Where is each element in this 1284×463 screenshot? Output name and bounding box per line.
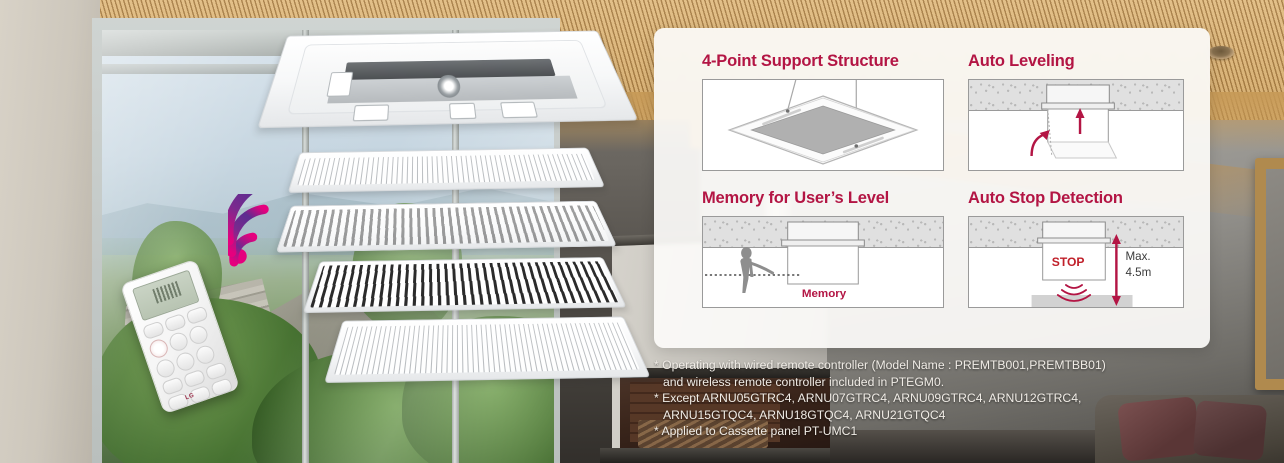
wifi-signal-icon: [223, 174, 308, 274]
remote-button[interactable]: [187, 323, 210, 347]
cassette-filter-layer: [302, 257, 627, 314]
feature-title: 4-Point Support Structure: [702, 52, 899, 70]
filter-fins: [310, 261, 620, 308]
diagram-auto-stop-detection: STOP Max. 4.5m: [968, 216, 1184, 308]
remote-button[interactable]: [185, 305, 209, 326]
control-box: [326, 71, 354, 97]
diagram-memory-user-level: Memory: [702, 216, 944, 308]
firebox-lintel: [620, 368, 830, 378]
footnote-marker: *: [654, 358, 659, 372]
max-label-line1: Max.: [1125, 251, 1150, 263]
control-box: [500, 101, 539, 119]
remote-power-button[interactable]: [147, 337, 171, 361]
footnote-line: and wireless remote controller included …: [654, 374, 1214, 391]
left-wall: [0, 0, 100, 463]
footnote-marker: *: [654, 424, 659, 439]
footnote-text: Applied to Cassette panel PT-UMC1: [661, 424, 858, 439]
hearth-slab: [600, 448, 850, 463]
feature-memory-user-level: Memory for User’s Level: [702, 189, 944, 308]
feature-panel: 4-Point Support Structure: [654, 28, 1210, 348]
remote-button[interactable]: [163, 312, 188, 333]
recessed-ceiling-light-icon: [1208, 46, 1234, 59]
memory-diagram-label: Memory: [802, 288, 847, 300]
cassette-grille-layer-2: [275, 200, 618, 253]
footnotes: * Operating with wired remote controller…: [654, 357, 1214, 440]
control-box: [352, 104, 390, 122]
control-box: [448, 102, 477, 120]
remote-button[interactable]: [167, 330, 191, 354]
cassette-chassis: [286, 39, 608, 122]
footnote-line: * Applied to Cassette panel PT-UMC1: [654, 423, 1214, 440]
footnote-line: * Operating with wired remote controller…: [654, 357, 1214, 374]
footnote-text: and wireless remote controller included …: [663, 374, 945, 389]
cassette-grille-layer-1: [287, 147, 606, 193]
feature-title: Memory for User’s Level: [702, 189, 890, 207]
grille-louvers: [334, 322, 640, 375]
footnote-text: Except ARNU05GTRC4, ARNU07GTRC4, ARNU09G…: [662, 391, 1082, 406]
filter-fins: [282, 205, 610, 247]
diagram-auto-leveling: [968, 79, 1184, 171]
stop-diagram-label: STOP: [1052, 255, 1085, 269]
remote-button[interactable]: [141, 320, 166, 341]
cassette-main-body-panel: [257, 30, 639, 129]
diagram-four-point-support: [702, 79, 944, 171]
exploded-cassette-unit: [255, 20, 655, 420]
lcd-segments: [152, 281, 182, 304]
cassette-face-panel: [324, 316, 651, 383]
footnote-text: ARNU15GTQC4, ARNU18GTQC4, ARNU21GTQC4: [663, 407, 946, 422]
footnote-line: ARNU15GTQC4, ARNU18GTQC4, ARNU21GTQC4: [654, 407, 1214, 424]
feature-title: Auto Leveling: [968, 52, 1075, 70]
footnote-marker: *: [654, 391, 659, 406]
wood-framed-mirror: [1255, 158, 1284, 390]
remote-button[interactable]: [174, 350, 197, 374]
feature-auto-stop-detection: Auto Stop Detection: [968, 189, 1184, 308]
feature-auto-leveling: Auto Leveling: [968, 52, 1184, 171]
footnote-line: * Except ARNU05GTRC4, ARNU07GTRC4, ARNU0…: [654, 390, 1214, 407]
firewood-logs: [638, 420, 768, 448]
grille-louvers: [297, 153, 595, 186]
max-label-line2: 4.5m: [1125, 267, 1151, 279]
feature-title: Auto Stop Detection: [968, 189, 1123, 207]
remote-button[interactable]: [154, 356, 178, 380]
feature-grid: 4-Point Support Structure: [702, 52, 1184, 308]
feature-four-point-support: 4-Point Support Structure: [702, 52, 944, 171]
remote-button[interactable]: [193, 343, 217, 367]
footnote-text: Operating with wired remote controller (…: [662, 358, 1106, 372]
